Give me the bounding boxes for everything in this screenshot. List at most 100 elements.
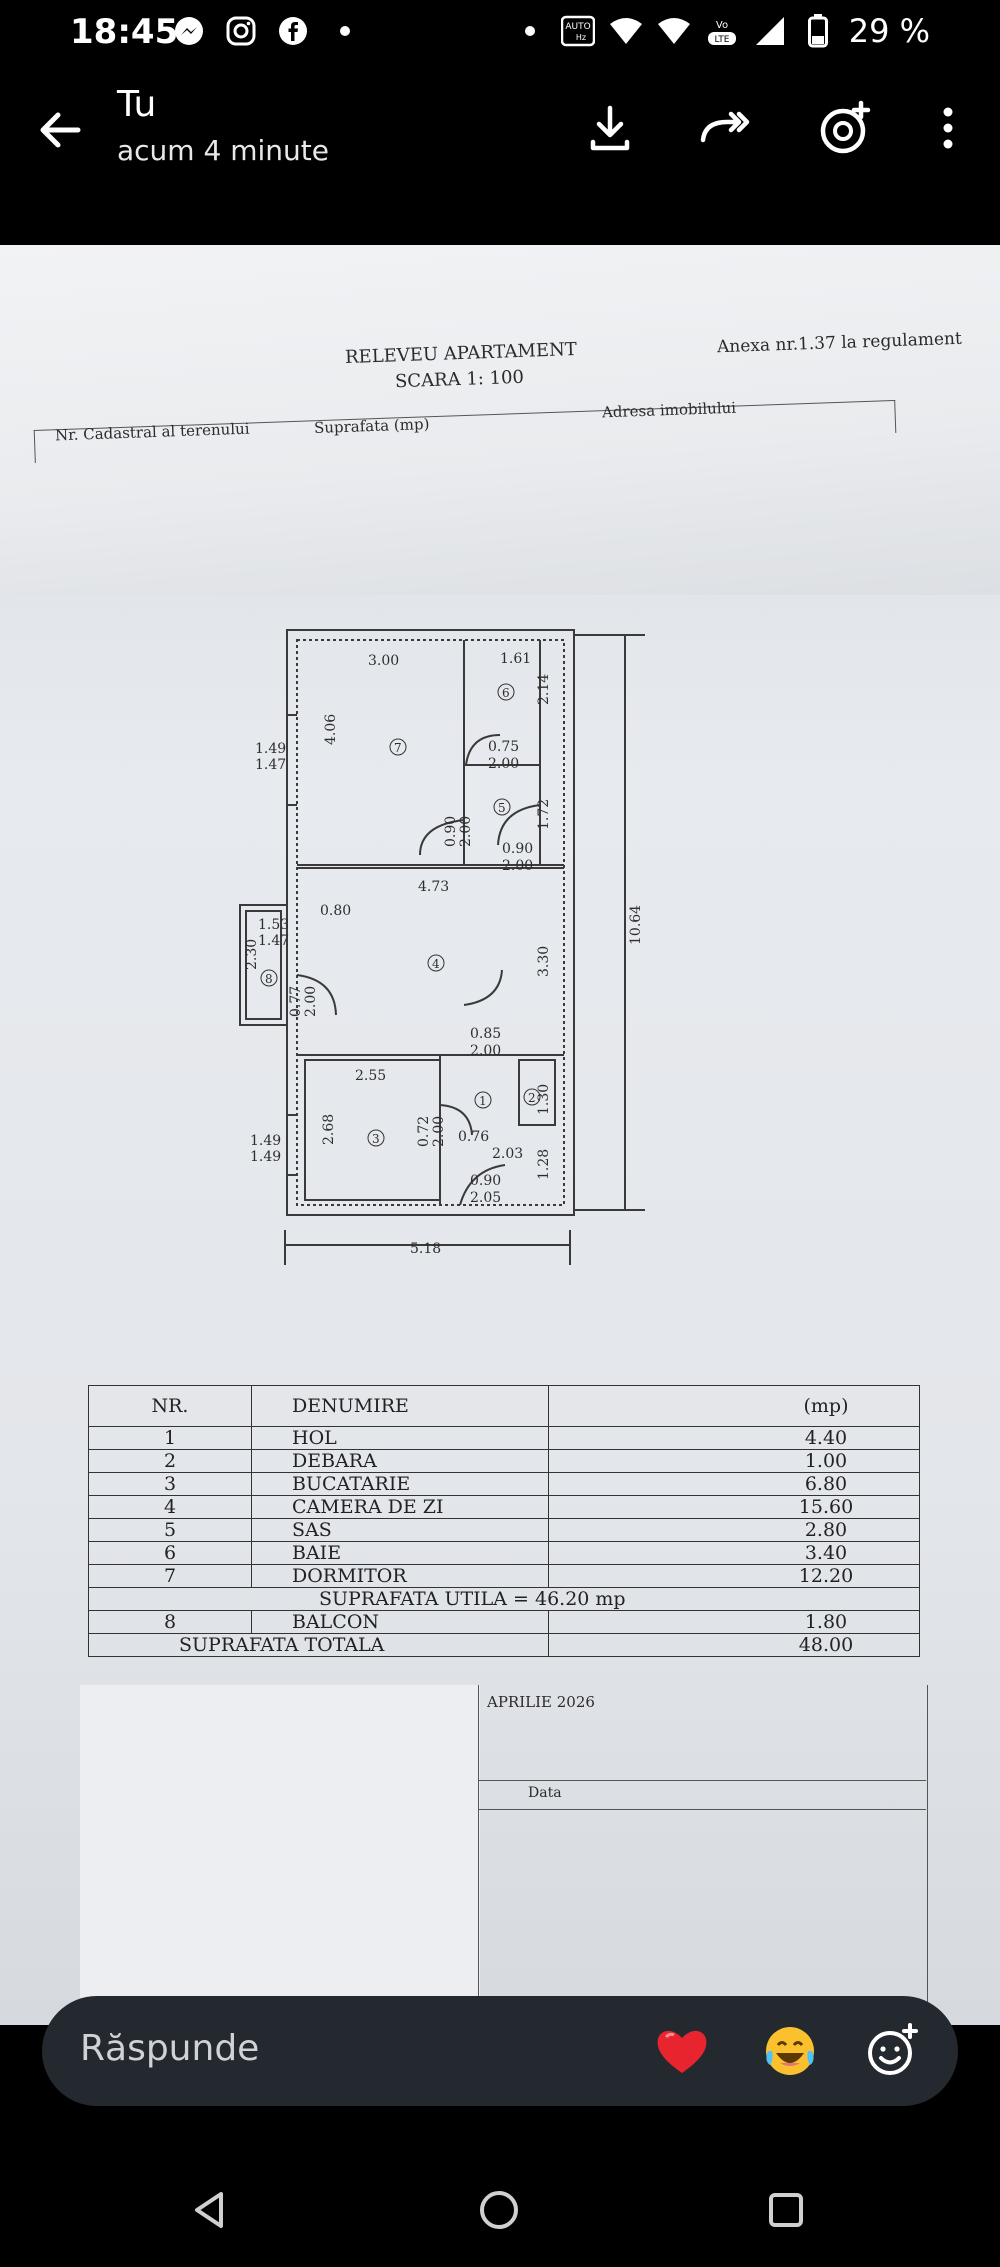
- dim-3-30: 3.30: [536, 946, 552, 977]
- add-to-story-button[interactable]: [815, 98, 875, 158]
- room-5-label: 5: [498, 801, 506, 815]
- dim-1-49-top: 1.49: [255, 741, 286, 757]
- dim-0-90-a: 0.90: [443, 816, 459, 847]
- dim-0-72: 0.72: [416, 1116, 432, 1147]
- svg-text:Hz: Hz: [576, 33, 586, 42]
- overlapping-sheet: [80, 1685, 480, 2025]
- more-options-button[interactable]: [918, 98, 978, 158]
- download-icon: [590, 105, 630, 151]
- dim-0-90-b: 0.90: [502, 841, 533, 857]
- signature-box: [478, 1685, 928, 2025]
- table-header-row: NR. DENUMIRE (mp): [88, 1385, 920, 1427]
- date-row: [478, 1780, 926, 1810]
- dim-5-18: 5.18: [410, 1241, 441, 1257]
- room-4-label: 4: [432, 957, 440, 971]
- status-time: 18:45: [70, 12, 179, 52]
- dim-1-53: 1.53: [258, 917, 289, 933]
- dim-2-00-c: 2.00: [502, 858, 533, 874]
- dim-1-30: 1.30: [536, 1084, 552, 1115]
- forward-button[interactable]: [695, 98, 755, 158]
- wifi-icon: [609, 14, 643, 48]
- dim-2-14: 2.14: [536, 674, 552, 705]
- dim-2-00-a: 2.00: [488, 756, 519, 772]
- battery-percent: 29 %: [848, 12, 930, 50]
- reply-bar[interactable]: Răspunde: [42, 1996, 958, 2106]
- add-emoji-icon[interactable]: [862, 2021, 922, 2081]
- dim-2-00-f: 2.00: [431, 1116, 447, 1147]
- dim-0-75: 0.75: [488, 739, 519, 755]
- viewer-header: Tu acum 4 minute: [0, 70, 1000, 195]
- system-nav-bar: [0, 2150, 1000, 2267]
- dim-2-00-e: 2.00: [470, 1043, 501, 1059]
- back-button[interactable]: [30, 100, 90, 160]
- col-header-nr: NR.: [88, 1385, 252, 1427]
- dim-1-61: 1.61: [500, 651, 531, 667]
- room-8-label: 8: [265, 972, 273, 986]
- heart-emoji-icon[interactable]: [652, 2021, 712, 2081]
- dim-0-80: 0.80: [320, 903, 351, 919]
- dot-icon: [328, 14, 362, 48]
- dim-0-90-c: 0.90: [470, 1173, 501, 1189]
- dim-10-64: 10.64: [628, 905, 644, 945]
- signal-icon: [753, 14, 787, 48]
- dim-0-76: 0.76: [458, 1129, 489, 1145]
- room-1-label: 1: [479, 1094, 487, 1108]
- dim-4-73: 4.73: [418, 879, 449, 895]
- shared-photo[interactable]: RELEVEU APARTAMENT SCARA 1: 100 Anexa nr…: [0, 245, 1000, 2025]
- add-to-story-icon: [820, 100, 871, 154]
- recents-nav-icon[interactable]: [762, 2186, 810, 2234]
- useful-area-row: SUPRAFATA UTILA = 46.20 mp: [88, 1587, 920, 1611]
- dim-1-72: 1.72: [536, 799, 552, 830]
- folded-header-sheet: [0, 245, 1000, 595]
- dim-2-55: 2.55: [355, 1068, 386, 1084]
- instagram-icon: [224, 14, 258, 48]
- dim-2-68: 2.68: [321, 1114, 337, 1145]
- dim-2-05: 2.05: [470, 1190, 501, 1206]
- dim-0-85: 0.85: [470, 1026, 501, 1042]
- reply-input[interactable]: Răspunde: [80, 2028, 260, 2069]
- download-button[interactable]: [580, 98, 640, 158]
- dim-2-03: 2.03: [492, 1146, 523, 1162]
- dim-1-49-bottom-b: 1.49: [250, 1149, 281, 1165]
- back-nav-icon[interactable]: [185, 2186, 233, 2234]
- dim-2-00-b: 2.00: [458, 816, 474, 847]
- sent-time: acum 4 minute: [117, 134, 329, 167]
- home-nav-icon[interactable]: [475, 2186, 523, 2234]
- col-header-area: (mp): [548, 1385, 920, 1427]
- dim-1-28: 1.28: [536, 1149, 552, 1180]
- date-label: Data: [528, 1785, 562, 1801]
- svg-text:Vo: Vo: [716, 20, 728, 31]
- room-3-label: 3: [372, 1132, 380, 1146]
- floor-plan: 3.00 1.61 2.14 4.06 7 6 1.49 1.47 0.75 2…: [239, 629, 645, 1265]
- facebook-icon: [276, 14, 310, 48]
- room-7-label: 7: [394, 741, 402, 755]
- room-2-label: 2: [528, 1091, 536, 1105]
- dot-icon: [513, 14, 547, 48]
- svg-text:LTE: LTE: [714, 35, 729, 45]
- wifi-icon: [657, 14, 691, 48]
- dim-3-00: 3.00: [368, 653, 399, 669]
- dim-1-47-top: 1.47: [255, 757, 286, 773]
- messenger-icon: [172, 14, 206, 48]
- dim-1-49-bottom-a: 1.49: [250, 1133, 281, 1149]
- dim-4-06: 4.06: [323, 714, 339, 745]
- document-date: APRILIE 2026: [487, 1693, 595, 1711]
- dim-2-00-d: 2.00: [303, 986, 319, 1017]
- tears-of-joy-emoji-icon[interactable]: [760, 2021, 820, 2081]
- more-vert-icon: [943, 107, 953, 149]
- dim-2-30: 2.30: [244, 939, 260, 970]
- sender-name: Tu: [117, 84, 157, 125]
- arrow-left-icon: [40, 112, 81, 148]
- col-header-name: DENUMIRE: [251, 1385, 549, 1427]
